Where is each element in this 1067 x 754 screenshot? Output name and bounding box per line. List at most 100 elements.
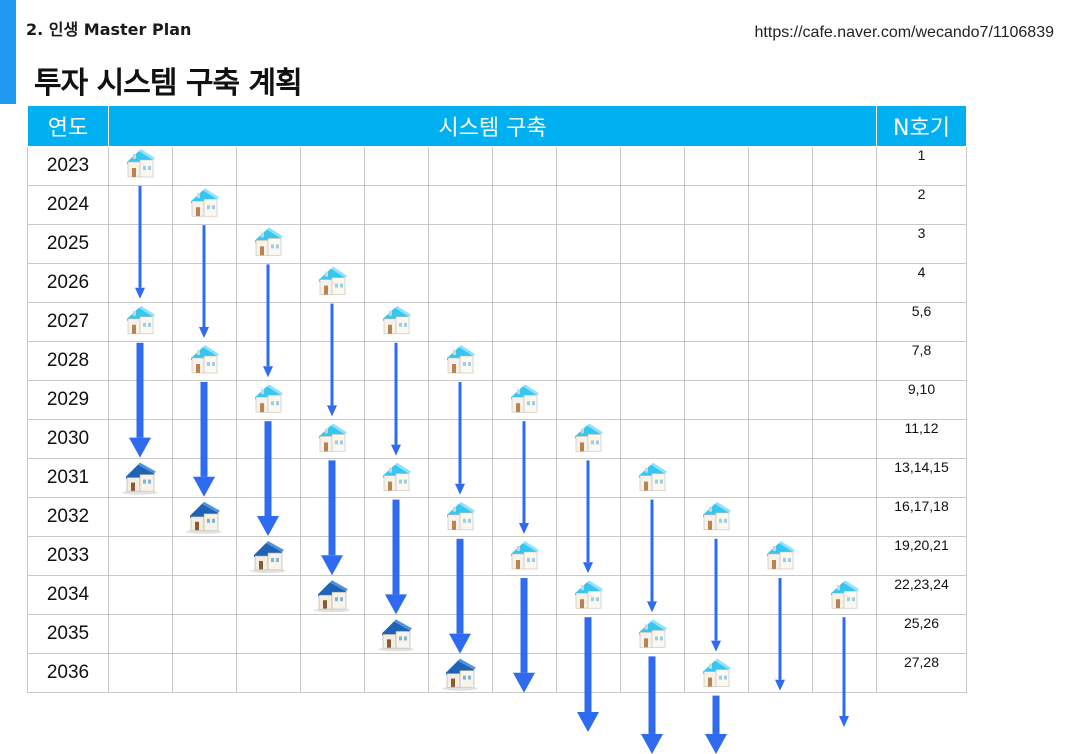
grid-cell	[108, 263, 173, 303]
grid-cell	[492, 653, 557, 693]
grid-cell	[236, 536, 301, 576]
n-unit-cell: 2	[876, 185, 967, 225]
grid-cell	[748, 536, 813, 576]
grid-cell	[428, 263, 493, 303]
grid-cell	[300, 575, 365, 615]
grid-cell	[108, 146, 173, 186]
grid-cell	[300, 614, 365, 654]
grid-cell	[492, 380, 557, 420]
grid-cell	[556, 653, 621, 693]
grid-cell	[236, 458, 301, 498]
grid-cell	[748, 263, 813, 303]
source-url[interactable]: https://cafe.naver.com/wecando7/1106839	[754, 24, 1054, 41]
grid-cell	[748, 497, 813, 537]
grid-cell	[748, 302, 813, 342]
grid-cell	[172, 146, 237, 186]
grid-cell	[108, 341, 173, 381]
n-unit-cell: 11,12	[876, 419, 967, 459]
grid-cell	[108, 419, 173, 459]
n-unit-cell: 9,10	[876, 380, 967, 420]
grid-cell	[236, 653, 301, 693]
grid-cell	[620, 185, 685, 225]
grid-cell	[300, 458, 365, 498]
n-unit-cell: 4	[876, 263, 967, 303]
grid-cell	[684, 536, 749, 576]
grid-cell	[812, 302, 877, 342]
n-unit-cell: 1	[876, 146, 967, 186]
grid-cell	[684, 302, 749, 342]
grid-cell	[428, 497, 493, 537]
grid-cell	[236, 185, 301, 225]
grid-cell	[620, 263, 685, 303]
grid-cell	[812, 575, 877, 615]
grid-cell	[364, 536, 429, 576]
grid-cell	[492, 146, 557, 186]
grid-cell	[812, 653, 877, 693]
grid-cell	[492, 302, 557, 342]
year-cell: 2036	[27, 653, 109, 693]
grid-cell	[300, 224, 365, 264]
year-cell: 2026	[27, 263, 109, 303]
n-unit-cell: 5,6	[876, 302, 967, 342]
grid-cell	[300, 380, 365, 420]
grid-cell	[172, 653, 237, 693]
n-unit-cell: 3	[876, 224, 967, 264]
grid-cell	[300, 302, 365, 342]
grid-cell	[748, 380, 813, 420]
grid-cell	[300, 419, 365, 459]
grid-cell	[556, 458, 621, 498]
table-row: 2026 4	[27, 263, 967, 303]
grid-cell	[428, 614, 493, 654]
grid-cell	[684, 341, 749, 381]
grid-cell	[428, 575, 493, 615]
year-cell: 2025	[27, 224, 109, 264]
page-title: 투자 시스템 구축 계획	[34, 66, 303, 101]
grid-cell	[620, 458, 685, 498]
year-cell: 2029	[27, 380, 109, 420]
grid-cell	[812, 419, 877, 459]
grid-cell	[108, 380, 173, 420]
year-cell: 2027	[27, 302, 109, 342]
grid-cell	[108, 302, 173, 342]
year-cell: 2023	[27, 146, 109, 186]
table-row: 2027 5,6	[27, 302, 967, 342]
grid-cell	[364, 185, 429, 225]
grid-cell	[172, 263, 237, 303]
grid-cell	[748, 341, 813, 381]
grid-cell	[172, 614, 237, 654]
grid-cell	[620, 224, 685, 264]
grid-cell	[492, 224, 557, 264]
grid-cell	[108, 575, 173, 615]
year-cell: 2030	[27, 419, 109, 459]
grid-cell	[812, 263, 877, 303]
grid-cell	[620, 614, 685, 654]
grid-cell	[620, 653, 685, 693]
grid-cell	[108, 185, 173, 225]
grid-cell	[364, 497, 429, 537]
grid-cell	[684, 185, 749, 225]
grid-cell	[620, 536, 685, 576]
grid-cell	[620, 341, 685, 381]
grid-cell	[108, 653, 173, 693]
grid-cell	[556, 263, 621, 303]
grid-cell	[812, 224, 877, 264]
grid-cell	[236, 575, 301, 615]
grid-cell	[556, 497, 621, 537]
year-cell: 2028	[27, 341, 109, 381]
grid-cell	[492, 185, 557, 225]
grid-cell	[364, 419, 429, 459]
grid-cell	[492, 614, 557, 654]
grid-cell	[172, 536, 237, 576]
header-system: 시스템 구축	[108, 105, 877, 147]
header-n: N호기	[876, 105, 967, 147]
grid-cell	[748, 419, 813, 459]
grid-cell	[492, 497, 557, 537]
grid-cell	[492, 263, 557, 303]
grid-cell	[300, 497, 365, 537]
table-row: 2023 1	[27, 146, 967, 186]
grid-cell	[236, 263, 301, 303]
